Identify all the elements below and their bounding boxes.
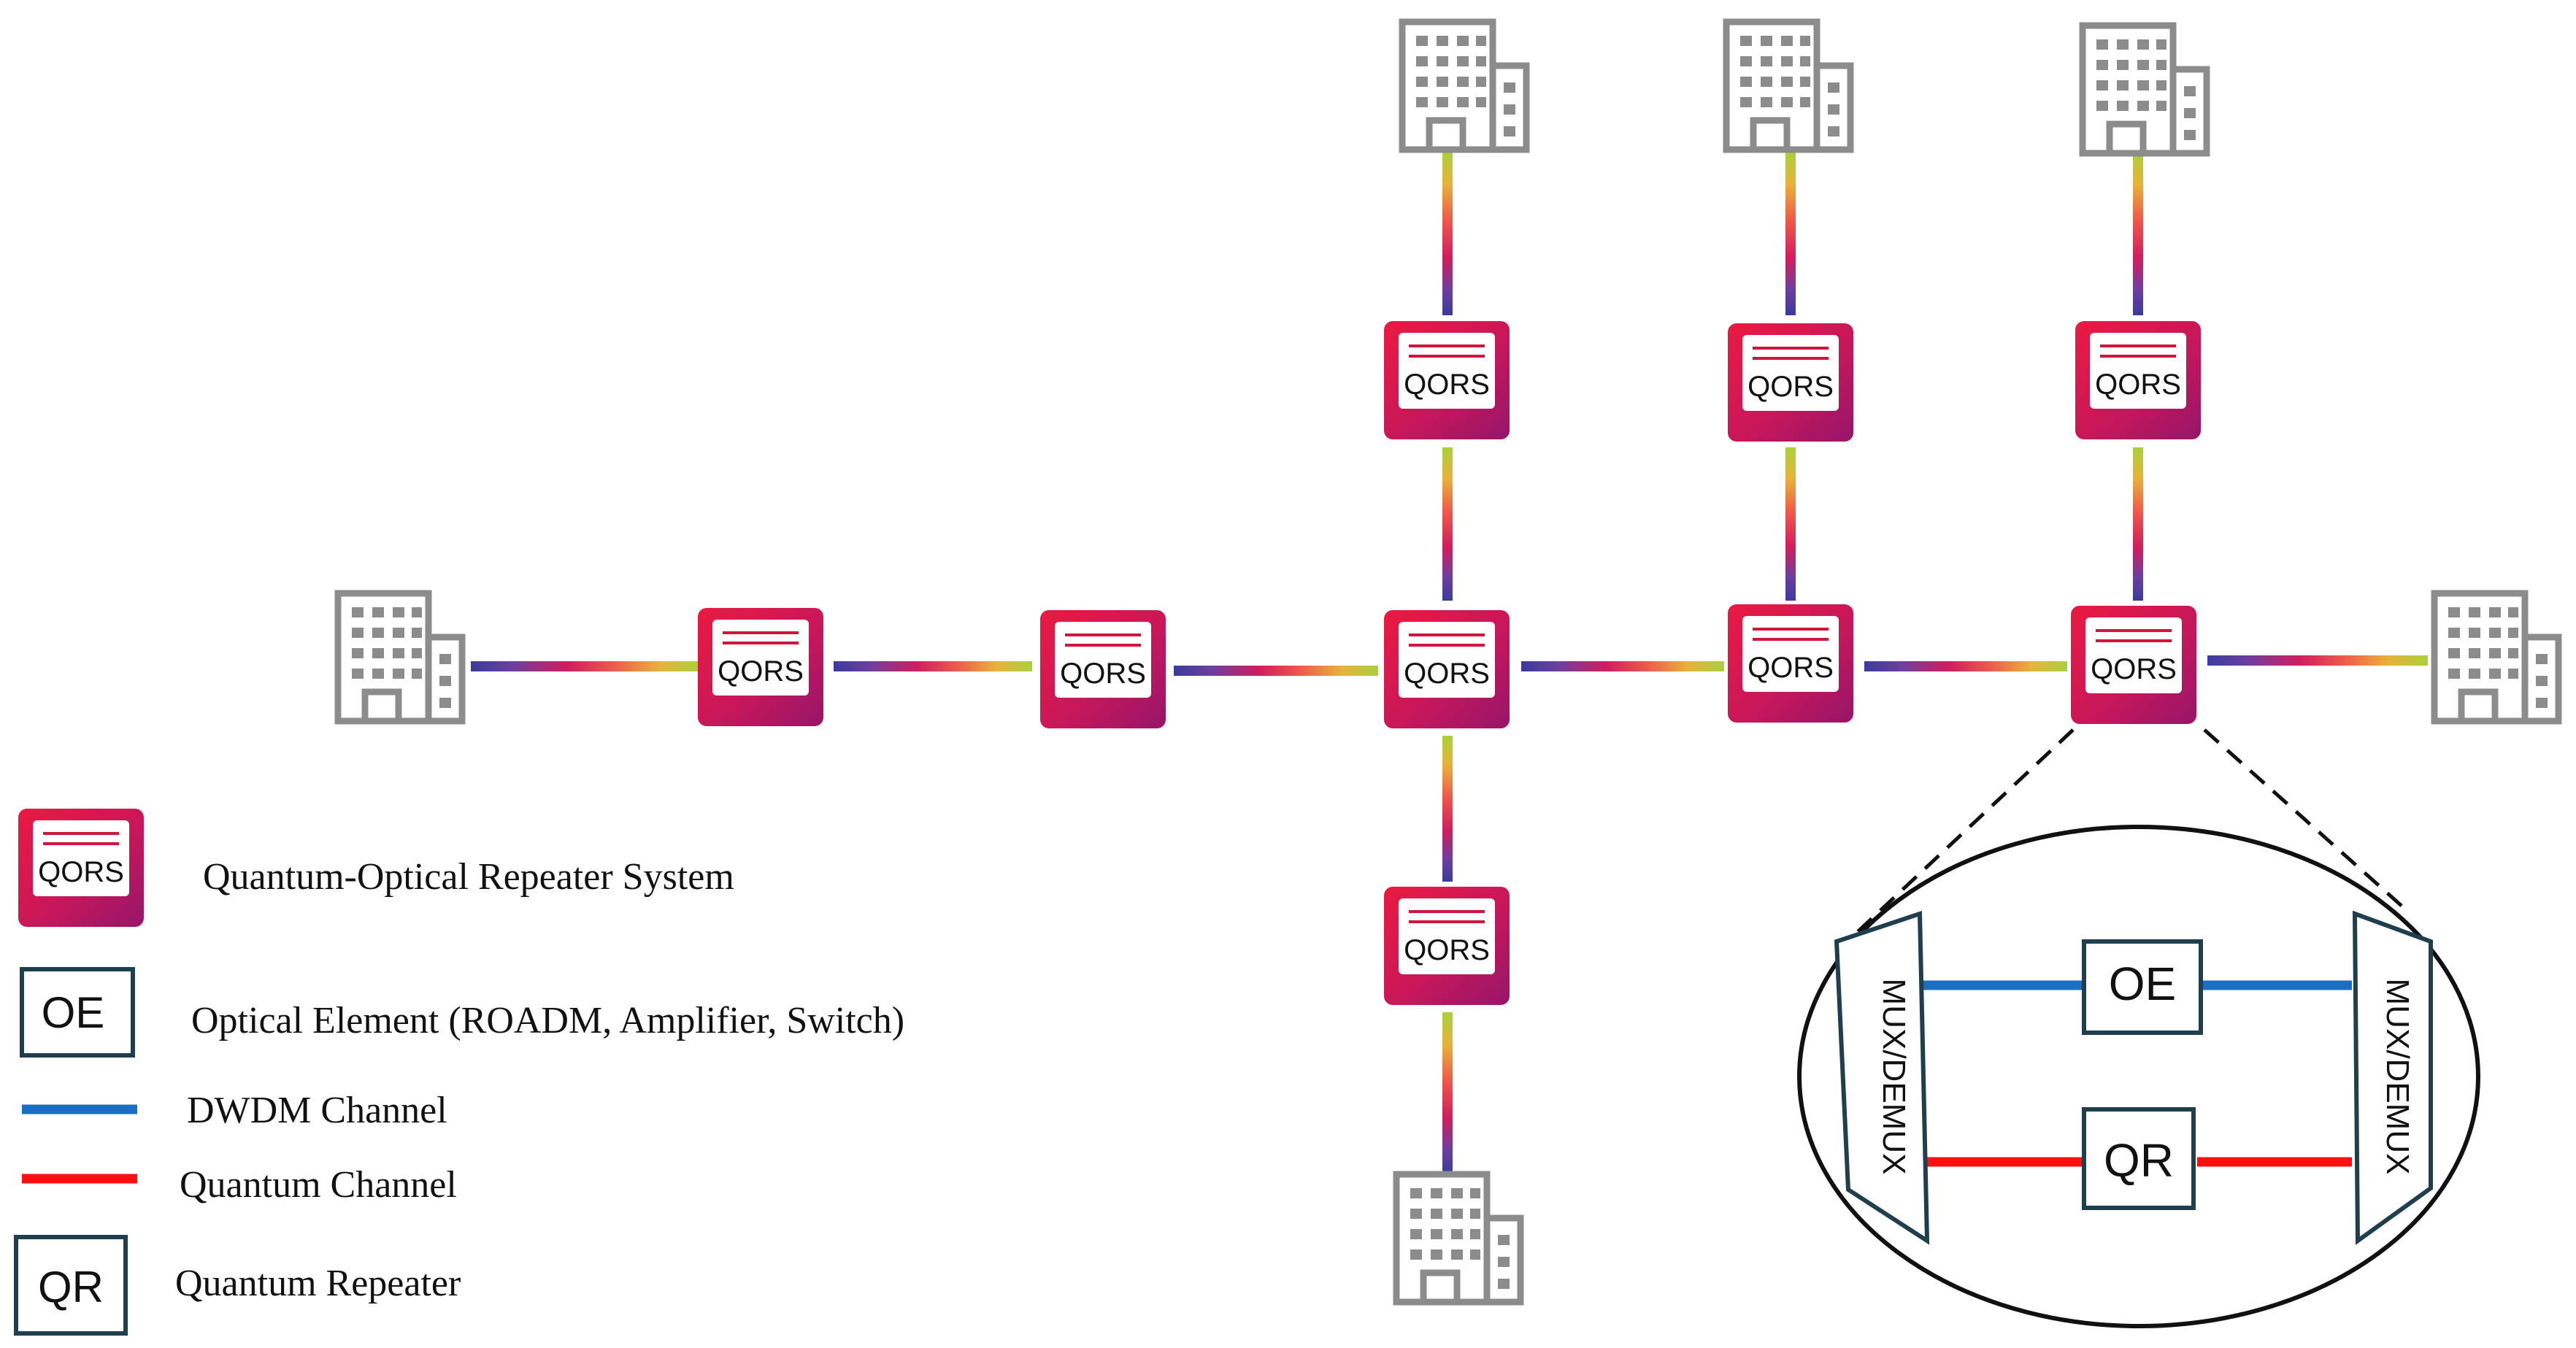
link-building3-qors-top3 <box>2133 151 2143 315</box>
qors-node-w1: QORS <box>696 606 825 728</box>
qors-node-label: QORS <box>2091 653 2177 685</box>
inset-optical-element: OE <box>2082 939 2203 1035</box>
link-qors-bottom-building <box>1442 1012 1453 1174</box>
qors-node-label: QORS <box>1748 371 1834 403</box>
link-qors4-qors5 <box>1864 661 2067 671</box>
mux-demux-right-label: MUX/DEMUX <box>2380 979 2415 1175</box>
link-building-w-qors1 <box>471 661 701 671</box>
building-icon-bottom <box>1396 1174 1520 1302</box>
inset-mux-left: MUX/DEMUX <box>1834 910 1930 1245</box>
inset-oe-label: OE <box>2109 958 2176 1010</box>
legend-qors-text: Quantum-Optical Repeater System <box>203 856 734 898</box>
qors-node-label: QORS <box>718 655 804 688</box>
legend: QORS Quantum-Optical Repeater System OE … <box>14 807 904 1336</box>
legend-qr-text: Quantum Repeater <box>175 1263 461 1304</box>
zoom-callout-lines <box>1838 728 2410 950</box>
link-qors-top2-qors4 <box>1785 447 1796 601</box>
qors-node-label: QORS <box>1060 658 1146 690</box>
vertical-links <box>1442 151 2143 1174</box>
qors-node-label: QORS <box>1748 652 1834 684</box>
link-qors-top3-qors5 <box>2133 447 2143 601</box>
qors-node-label: QORS <box>1404 658 1490 690</box>
legend-qr-icon-label: QR <box>38 1263 104 1312</box>
link-qors2-hub <box>1174 666 1378 676</box>
inset-qr-label: QR <box>2104 1134 2174 1187</box>
qors-node-label: QORS <box>2095 369 2181 401</box>
qors-node-top-2: QORS <box>1726 322 1855 443</box>
qors-node-e2: QORS <box>2069 604 2198 725</box>
inset-ellipse <box>1797 825 2480 1328</box>
qors-node-top-3: QORS <box>2074 320 2202 441</box>
link-building2-qors-top2 <box>1785 151 1796 315</box>
legend-quantum-text: Quantum Channel <box>180 1164 457 1206</box>
legend-qors-icon: QORS <box>17 807 145 928</box>
building-icon-top-3 <box>2083 26 2207 153</box>
building-icon-west <box>338 593 462 721</box>
inset-quantum-repeater: QR <box>2082 1107 2196 1210</box>
qors-node-e1: QORS <box>1726 603 1855 724</box>
inset-mux-right: MUX/DEMUX <box>2352 910 2433 1245</box>
building-icon-top-1 <box>1402 22 1526 150</box>
mux-demux-left-label: MUX/DEMUX <box>1876 979 1912 1175</box>
legend-oe-icon: OE <box>20 967 135 1058</box>
qors-node-hub: QORS <box>1383 609 1511 730</box>
link-building1-qors-top1 <box>1442 151 1453 315</box>
legend-dwdm-text: DWDM Channel <box>187 1090 447 1131</box>
link-qors1-qors2 <box>834 661 1032 671</box>
qors-node-label: QORS <box>1404 934 1490 966</box>
legend-oe-icon-label: OE <box>42 988 105 1037</box>
qors-node-bottom: QORS <box>1383 885 1511 1006</box>
qors-node-label: QORS <box>1404 369 1490 401</box>
link-qors5-building-e <box>2207 655 2428 666</box>
legend-qors-icon-label: QORS <box>38 856 124 888</box>
link-hub-qors4 <box>1521 661 1724 671</box>
legend-qr-icon: QR <box>14 1235 128 1336</box>
link-hub-qors-bottom <box>1442 736 1453 882</box>
qors-node-top-1: QORS <box>1383 320 1511 441</box>
link-qors-top1-hub <box>1442 447 1453 601</box>
horizontal-links <box>471 655 2428 676</box>
building-icon-east <box>2434 593 2558 721</box>
legend-oe-text: Optical Element (ROADM, Amplifier, Switc… <box>191 1000 904 1041</box>
building-icon-top-2 <box>1726 22 1850 150</box>
inset-qors-detail: MUX/DEMUX MUX/DEMUX OE QR <box>1797 825 2480 1328</box>
qors-node-w2: QORS <box>1039 609 1167 730</box>
